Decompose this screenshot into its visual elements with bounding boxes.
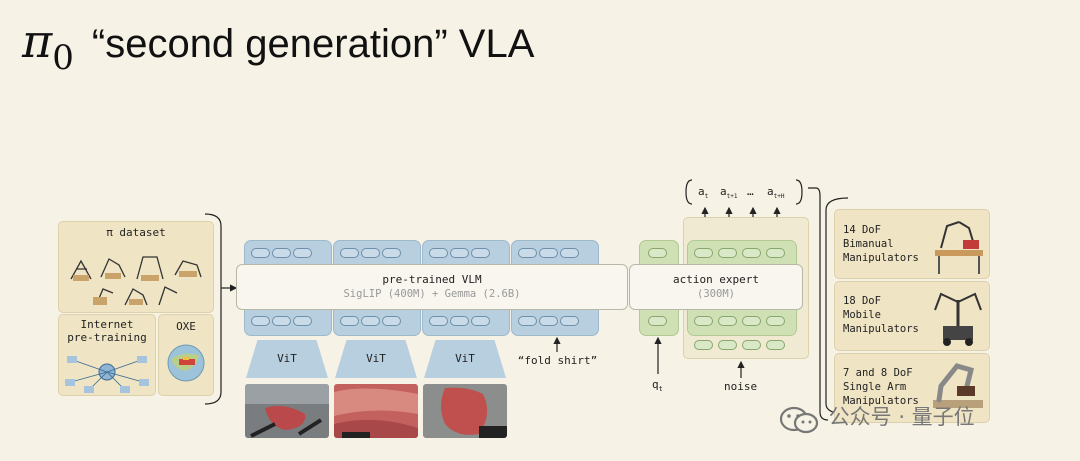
oxe-globe-icon <box>167 344 205 382</box>
internet-label: Internet pre-training <box>67 318 147 344</box>
mobile-robot-icon <box>934 292 982 346</box>
action-output-tH: at+H <box>767 185 785 201</box>
title-text: “second generation” VLA <box>91 22 535 66</box>
pi-symbol: π <box>22 14 53 68</box>
camera-image-1 <box>245 384 329 438</box>
wechat-icon <box>779 406 819 433</box>
pi-dataset-label: π dataset <box>106 226 166 239</box>
state-label: qt <box>652 378 663 394</box>
oxe-panel: OXE <box>158 314 214 396</box>
vit-encoder-3: ViT <box>424 340 506 378</box>
bimanual-robot-icon <box>935 221 983 274</box>
vlm-title: pre-trained VLM <box>382 273 482 286</box>
network-icon <box>65 356 149 393</box>
action-expert-bar: action expert (300M) <box>629 264 803 310</box>
noise-label: noise <box>724 380 758 393</box>
internet-pretraining-panel: Internet pre-training <box>58 314 156 396</box>
pretrained-vlm-bar: pre-trained VLM SigLIP (400M) + Gemma (2… <box>236 264 628 310</box>
action-output-t1: at+1 <box>720 185 738 201</box>
vlm-subtitle: SigLIP (400M) + Gemma (2.6B) <box>343 288 521 300</box>
robot-collage-icon <box>70 256 202 306</box>
watermark: 公众号 · 量子位 <box>779 401 975 435</box>
single-arm-robot-icon <box>933 363 983 408</box>
camera-image-3 <box>423 384 507 438</box>
pi-dataset-panel: π dataset <box>58 221 214 313</box>
action-output-t: at <box>698 185 709 201</box>
oxe-label: OXE <box>176 320 196 333</box>
action-expert-subtitle: (300M) <box>697 288 735 300</box>
vit-encoder-1: ViT <box>246 340 328 378</box>
vit-encoder-2: ViT <box>335 340 417 378</box>
pi-subscript: 0 <box>52 38 74 78</box>
watermark-text: 公众号 · 量子位 <box>828 405 975 429</box>
prompt-label: “fold shirt” <box>517 354 598 367</box>
action-output-ellipsis: … <box>747 185 754 198</box>
action-expert-title: action expert <box>672 273 760 286</box>
camera-image-2 <box>334 384 418 438</box>
page-title: π0 “second generation” VLA <box>22 14 535 78</box>
